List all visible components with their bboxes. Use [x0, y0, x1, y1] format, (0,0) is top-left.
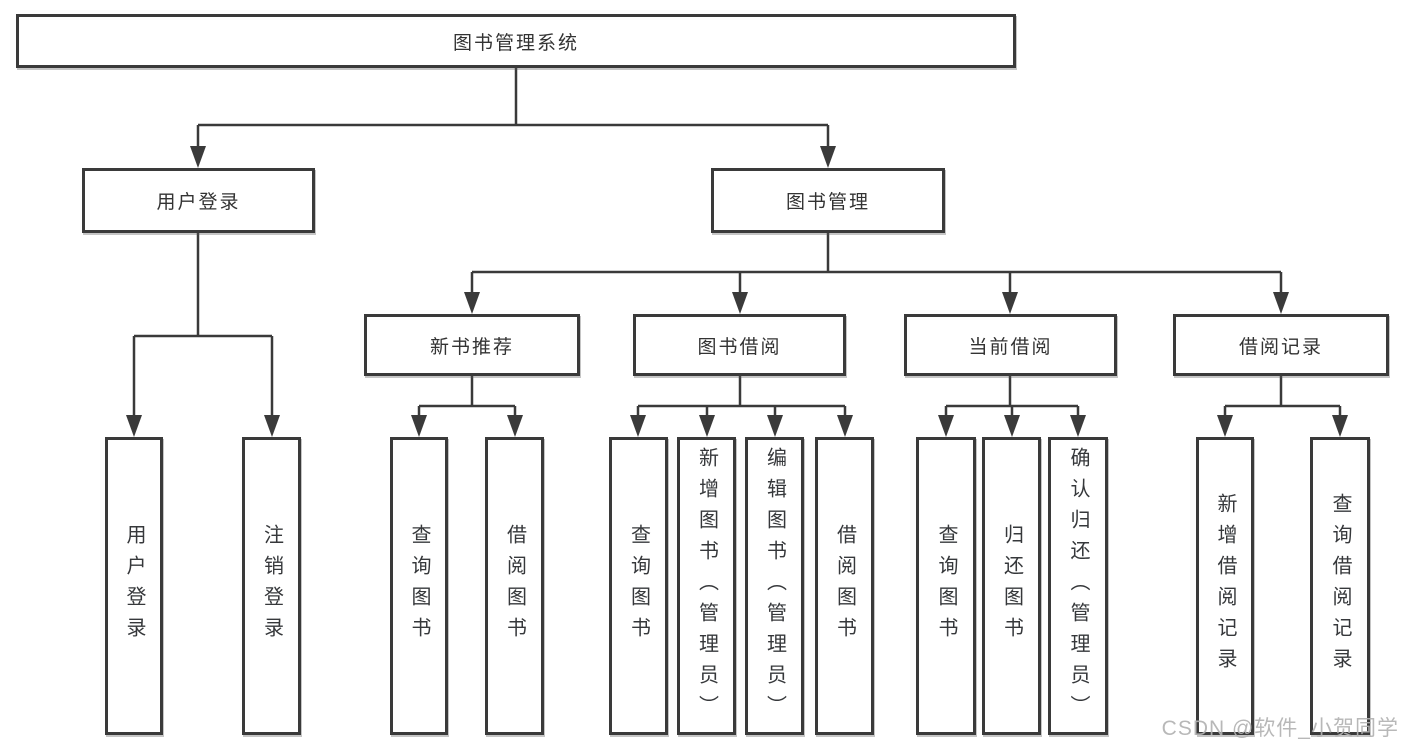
- leaf-add-books-admin: 新增图书（管理员）: [677, 437, 736, 735]
- node-label: 查询图书: [935, 524, 957, 648]
- node-label: 查询图书: [627, 524, 650, 648]
- node-label: 图书管理: [785, 192, 870, 213]
- node-label: 图书借阅: [697, 336, 782, 358]
- node-label: 新书推荐: [429, 336, 514, 358]
- node-label: 借阅记录: [1238, 336, 1323, 358]
- leaf-query-borrow-record: 查询借阅记录: [1310, 437, 1370, 735]
- node-label: 当前借阅: [968, 336, 1053, 358]
- node-label: 新增图书（管理员）: [695, 446, 718, 726]
- leaf-query-books-current: 查询图书: [916, 437, 976, 735]
- node-label: 图书管理系统: [452, 32, 579, 54]
- leaf-user-login: 用户登录: [105, 437, 163, 735]
- arrowheads: [126, 146, 1348, 437]
- node-user-login: 用户登录: [82, 168, 315, 233]
- leaf-confirm-return-admin: 确认归还（管理员）: [1048, 437, 1108, 735]
- leaf-logout-login: 注销登录: [242, 437, 301, 735]
- node-book-management: 图书管理: [711, 168, 945, 233]
- node-label: 编辑图书（管理员）: [763, 446, 786, 726]
- node-root: 图书管理系统: [16, 14, 1016, 68]
- node-new-book-recommend: 新书推荐: [364, 314, 580, 376]
- node-label: 借阅图书: [503, 524, 526, 648]
- leaf-edit-books-admin: 编辑图书（管理员）: [745, 437, 804, 735]
- node-book-borrow: 图书借阅: [633, 314, 846, 376]
- leaf-return-books: 归还图书: [982, 437, 1041, 735]
- node-label: 借阅图书: [833, 524, 856, 648]
- node-label: 用户登录: [123, 524, 145, 648]
- node-label: 新增借阅记录: [1214, 493, 1236, 679]
- node-borrow-records: 借阅记录: [1173, 314, 1389, 376]
- node-label: 归还图书: [1000, 524, 1023, 648]
- node-label: 查询图书: [408, 524, 430, 648]
- node-label: 注销登录: [260, 524, 283, 648]
- leaf-add-borrow-record: 新增借阅记录: [1196, 437, 1254, 735]
- watermark: CSDN @软件_小贺同学: [1161, 717, 1399, 740]
- node-label: 确认归还（管理员）: [1067, 446, 1089, 726]
- leaf-borrow-books-borrow: 借阅图书: [815, 437, 874, 735]
- leaf-borrow-books-newrec: 借阅图书: [485, 437, 544, 735]
- node-current-borrow: 当前借阅: [904, 314, 1117, 376]
- leaf-query-books-newrec: 查询图书: [390, 437, 448, 735]
- node-label: 用户登录: [156, 192, 241, 213]
- node-label: 查询借阅记录: [1329, 493, 1351, 679]
- leaf-query-books-borrow: 查询图书: [609, 437, 668, 735]
